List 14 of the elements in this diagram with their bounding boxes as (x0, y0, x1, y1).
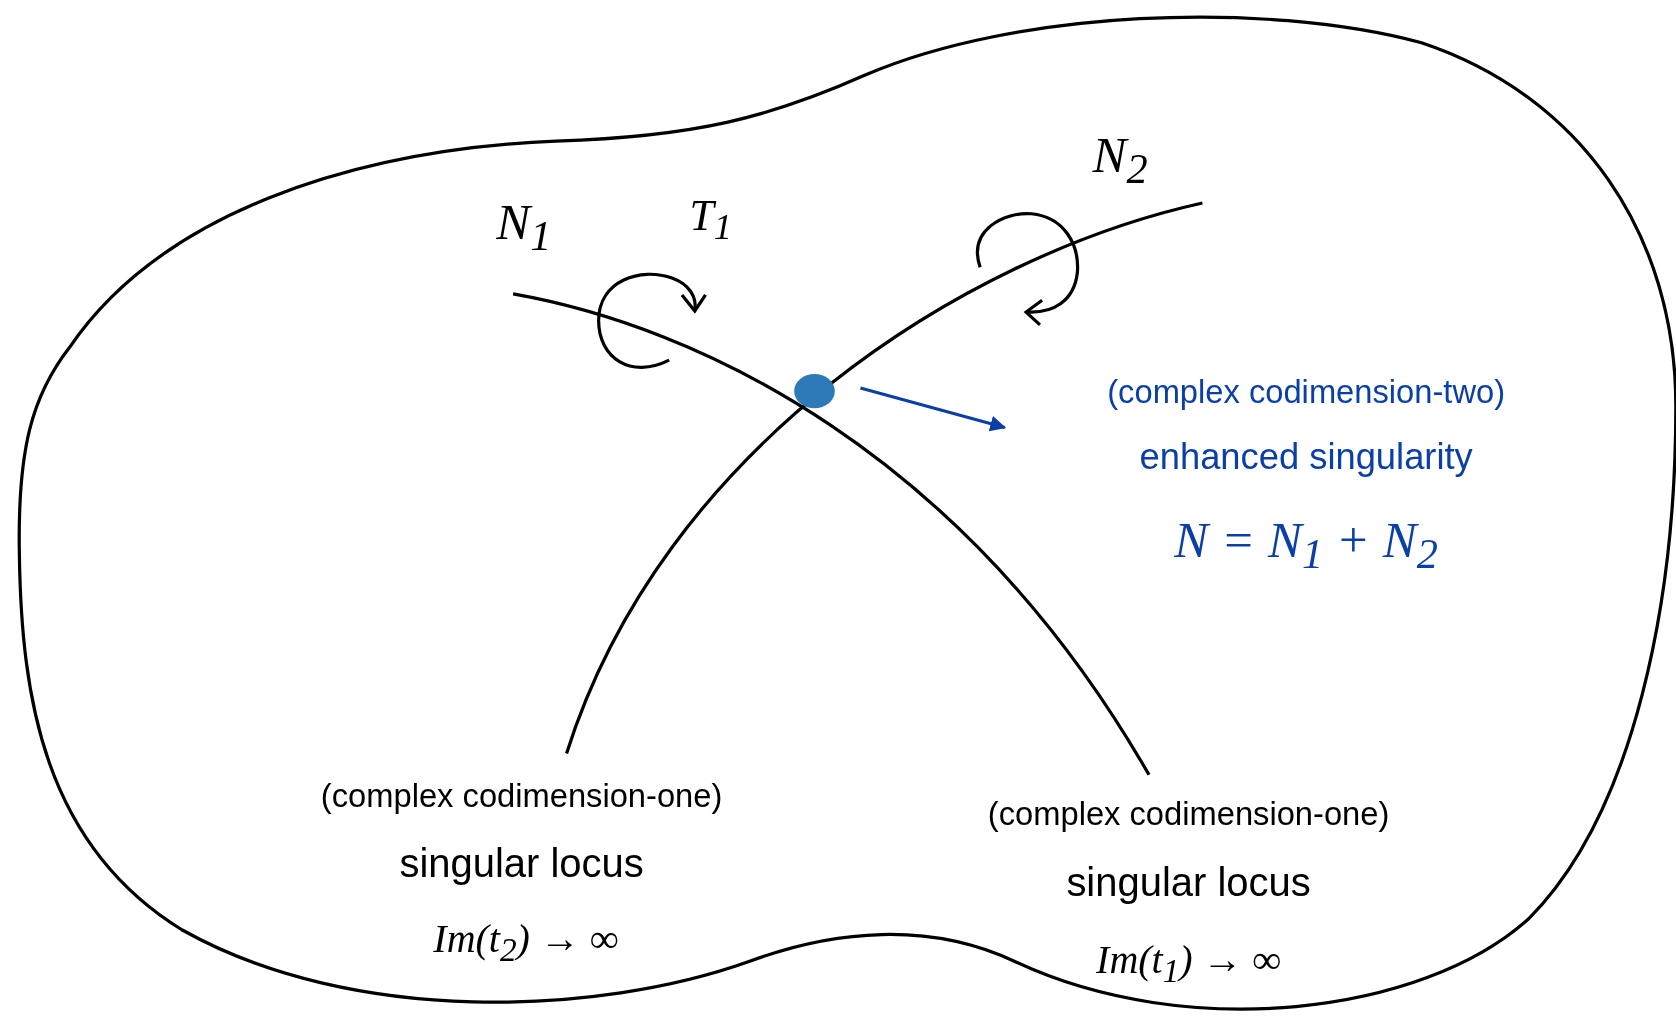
annotation-text: (complex codimension-two) (1107, 374, 1506, 411)
singular-point (794, 374, 835, 409)
annotation-text: (complex codimension-one) (320, 778, 723, 815)
annotation-text: singular locus (399, 841, 644, 886)
formula: Im(t$_{1}$) → ∞ (1096, 938, 1282, 990)
curve-label: N$_{1}$ (496, 194, 552, 259)
curve-label: N$_{2}$ (1092, 127, 1148, 193)
formula: Im(t$_{2}$) → ∞ (433, 916, 619, 969)
annotation-text: singular locus (1066, 860, 1311, 905)
formula: N = N$_{1}$ + N$_{2}$ (1174, 512, 1438, 578)
annotation-text: (complex codimension-one) (987, 796, 1390, 833)
annotation-text: enhanced singularity (1139, 437, 1473, 478)
operator-label: T$_{1}$ (689, 191, 732, 249)
arrow (860, 386, 1007, 432)
